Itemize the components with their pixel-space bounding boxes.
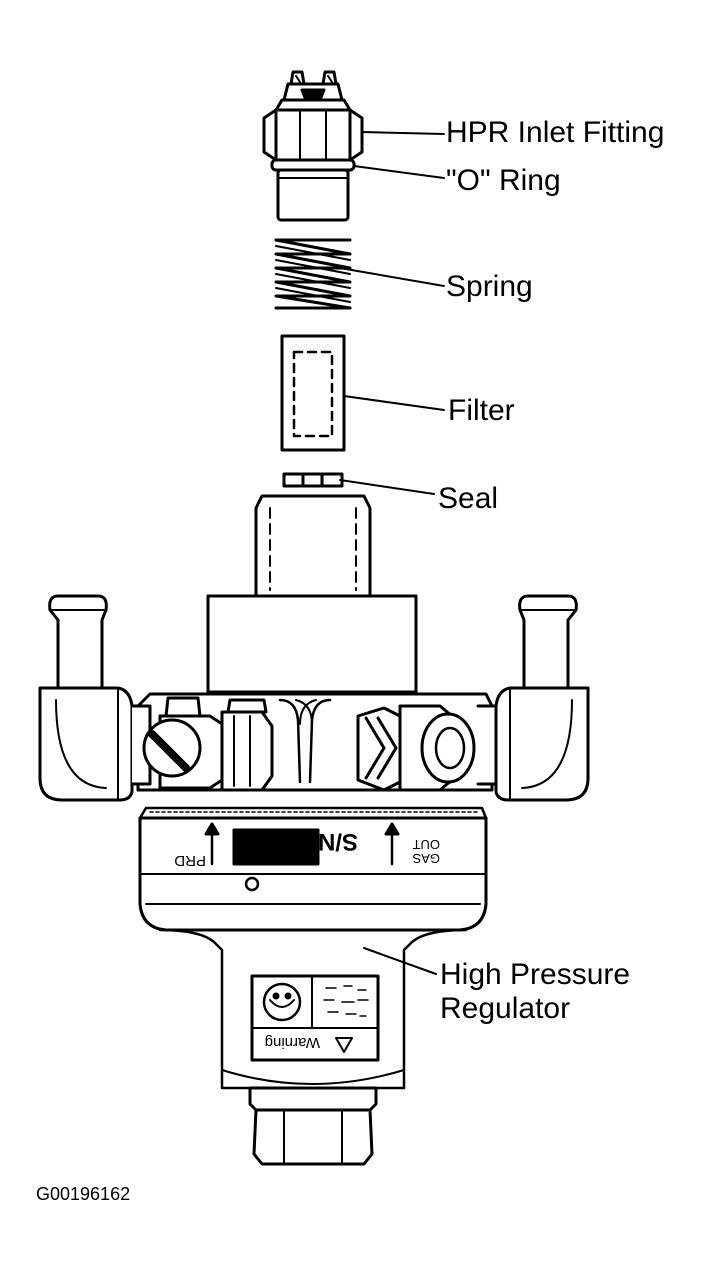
- body-markings: PRD S/N GAS OUT Warning: [174, 828, 440, 1051]
- label-spring: Spring: [446, 270, 533, 303]
- regulator-neck: [254, 494, 372, 598]
- gas-out-marking-line2: OUT: [413, 837, 441, 852]
- gas-out-fitting: [356, 704, 476, 792]
- label-regulator: Regulator: [440, 992, 571, 1025]
- prd-marking: PRD: [174, 852, 206, 869]
- label-hpr-inlet-fitting: HPR Inlet Fitting: [446, 116, 665, 149]
- right-elbow-fitting: [476, 594, 590, 802]
- regulator-main-body: [138, 806, 488, 932]
- regulator-lower-body: [158, 928, 468, 1090]
- upper-housing: [206, 594, 418, 694]
- bottom-nut: [248, 1086, 378, 1166]
- label-o-ring: "O" Ring: [446, 164, 561, 197]
- prd-valve: [142, 696, 274, 792]
- seal-part: [282, 472, 344, 488]
- serial-plate: [232, 828, 320, 866]
- inlet-fitting-part: [262, 70, 364, 222]
- serial-marking: S/N: [318, 828, 358, 855]
- filter-part: [280, 334, 346, 452]
- figure-id: G00196162: [36, 1184, 131, 1204]
- warning-marking: Warning: [265, 1034, 320, 1051]
- spring-part: [274, 238, 352, 310]
- gas-out-marking-line1: GAS: [412, 851, 440, 866]
- leader-lines: [339, 131, 445, 975]
- left-elbow-fitting: [38, 594, 152, 802]
- label-filter: Filter: [448, 394, 515, 427]
- label-seal: Seal: [438, 482, 499, 515]
- label-high-pressure: High Pressure: [440, 958, 631, 991]
